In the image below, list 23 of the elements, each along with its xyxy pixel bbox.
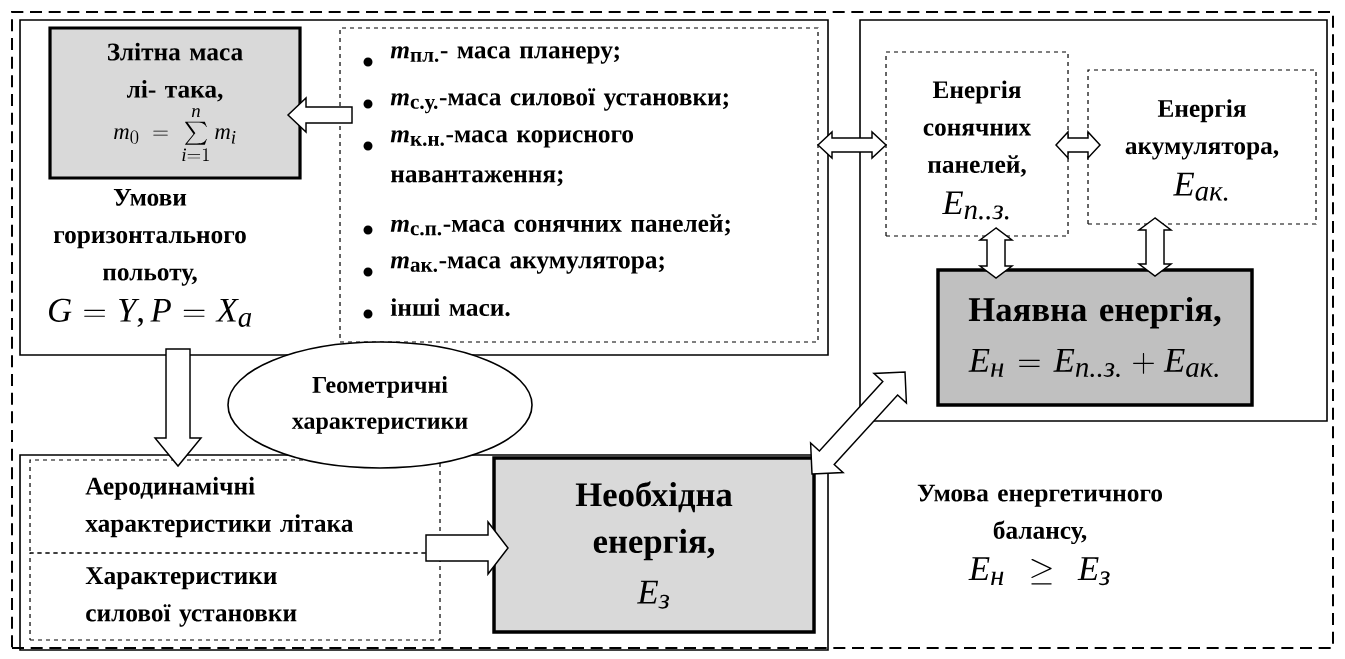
list-item: m$_{с.у.}$-маса силової установки;	[390, 88, 728, 114]
block-arrow	[153, 348, 203, 468]
block-arrow	[1136, 217, 1174, 277]
block-arrow	[425, 519, 509, 577]
block-arrow	[809, 371, 908, 475]
block-arrow	[1055, 130, 1101, 160]
energy-box: Наявна енергія, $E_{\textit{н}}=E_{\textit{п..з.}}+E_{\textit{ак.}}$	[936, 268, 1254, 407]
condition-text: Умова енергетичного балансу, $E_{\textit{н}}\ge E_{\textit{з}}$	[917, 484, 1162, 586]
list-item: інші маси.	[390, 298, 510, 317]
mass-box: Злітна маса лі- така, $m_0=\sum\limits_{i=1}^{n}m_i$	[48, 26, 302, 180]
energy-box: Енергія акумулятора, $E_{\textit{ак.}}$	[1087, 69, 1317, 225]
list-item: m$_{с.п.}$-маса сонячних панелей;	[390, 214, 730, 236]
list-item: m$_{ак.}$-маса акумулятора;	[390, 256, 664, 274]
block-arrow	[286, 96, 353, 134]
energy-box: Необхідна енергія, $E_{\textit{з}}$	[492, 456, 816, 634]
list-item: m$_{пл.}$- маса планеру;	[390, 46, 619, 64]
condition-text: Умови горизонтального польоту, $G=Y,P=X_a$	[49, 189, 252, 327]
panel	[859, 19, 1328, 422]
energy-box: Енергія сонячних панелей, $E_{\textit{п..з.}}$	[885, 51, 1069, 237]
block-arrow	[977, 227, 1015, 279]
text-box: Характеристики силової установки	[29, 552, 441, 641]
oval: Геометричні характеристики	[227, 341, 533, 469]
list-item: m$_{к.н.}$-маса корисного навантаження;	[390, 130, 634, 187]
